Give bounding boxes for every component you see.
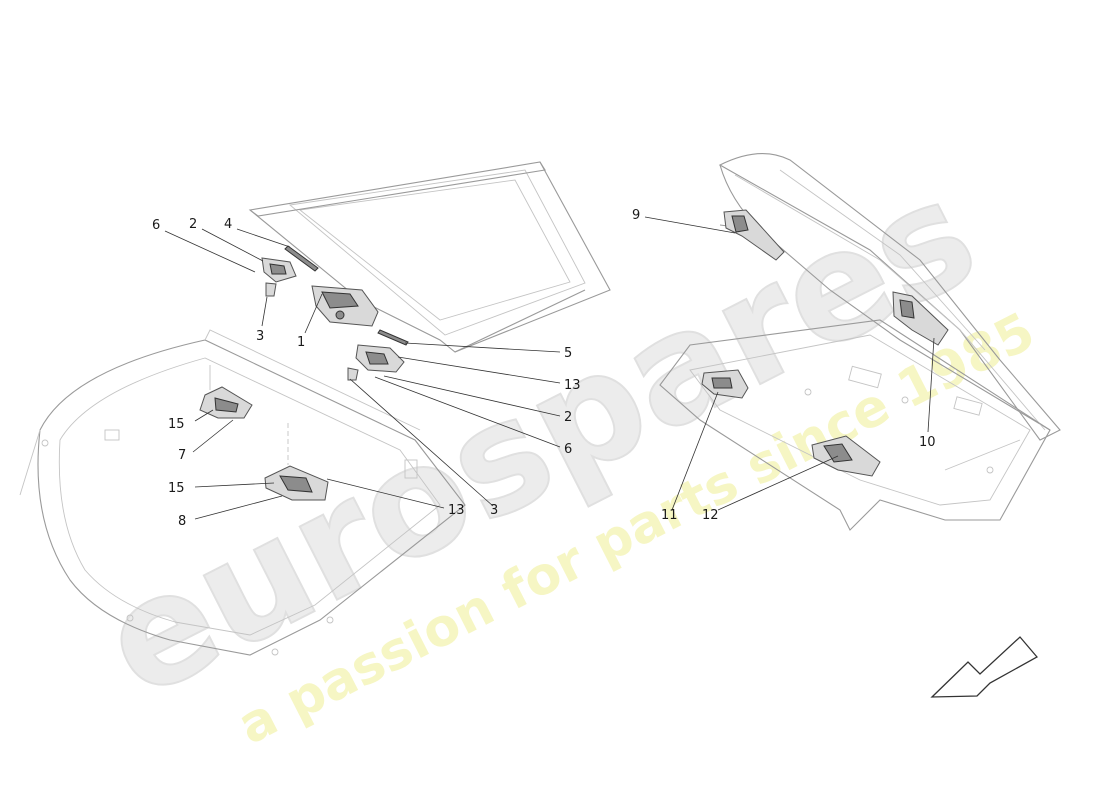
callout-3: 3 xyxy=(490,503,498,518)
part-10-hinge[interactable] xyxy=(892,291,949,346)
part-latch-lower[interactable] xyxy=(355,344,405,373)
callout-8: 8 xyxy=(178,514,186,529)
part-5-bolt[interactable] xyxy=(377,329,409,346)
part-11-latch[interactable] xyxy=(701,369,749,399)
front-frame xyxy=(19,329,466,656)
part-3-clip-b[interactable] xyxy=(347,367,359,381)
part-9-hinge[interactable] xyxy=(723,209,785,261)
callout-2: 2 xyxy=(189,217,197,232)
rear-lid xyxy=(718,153,1061,441)
part-1-latch[interactable] xyxy=(311,285,379,327)
callout-5: 5 xyxy=(564,346,572,361)
part-8-striker-plate[interactable] xyxy=(264,465,329,501)
part-12-latch[interactable] xyxy=(811,435,881,477)
callout-15: 15 xyxy=(168,417,185,432)
part-4-bolt[interactable] xyxy=(284,245,319,272)
leader-lines xyxy=(164,216,935,520)
callout-12: 12 xyxy=(702,508,719,523)
callout-2: 2 xyxy=(564,410,572,425)
callout-7: 7 xyxy=(178,448,186,463)
callout-9: 9 xyxy=(632,208,640,223)
callout-1: 1 xyxy=(297,335,305,350)
callout-4: 4 xyxy=(224,217,232,232)
callout-10: 10 xyxy=(919,435,936,450)
callout-labels: 6 2 4 3 1 5 13 2 6 15 7 15 8 13 3 9 10 1… xyxy=(152,208,936,529)
callout-15: 15 xyxy=(168,481,185,496)
rear-floor xyxy=(659,319,1051,531)
part-2-cable-bracket[interactable] xyxy=(261,257,297,283)
hood-panel xyxy=(248,161,611,353)
callout-3: 3 xyxy=(256,329,264,344)
callout-13: 13 xyxy=(564,378,581,393)
callout-13: 13 xyxy=(448,503,465,518)
callout-11: 11 xyxy=(661,508,678,523)
part-3-clip[interactable] xyxy=(265,282,277,297)
direction-arrow-icon xyxy=(930,636,1039,698)
callout-6: 6 xyxy=(152,218,160,233)
callout-6: 6 xyxy=(564,442,572,457)
